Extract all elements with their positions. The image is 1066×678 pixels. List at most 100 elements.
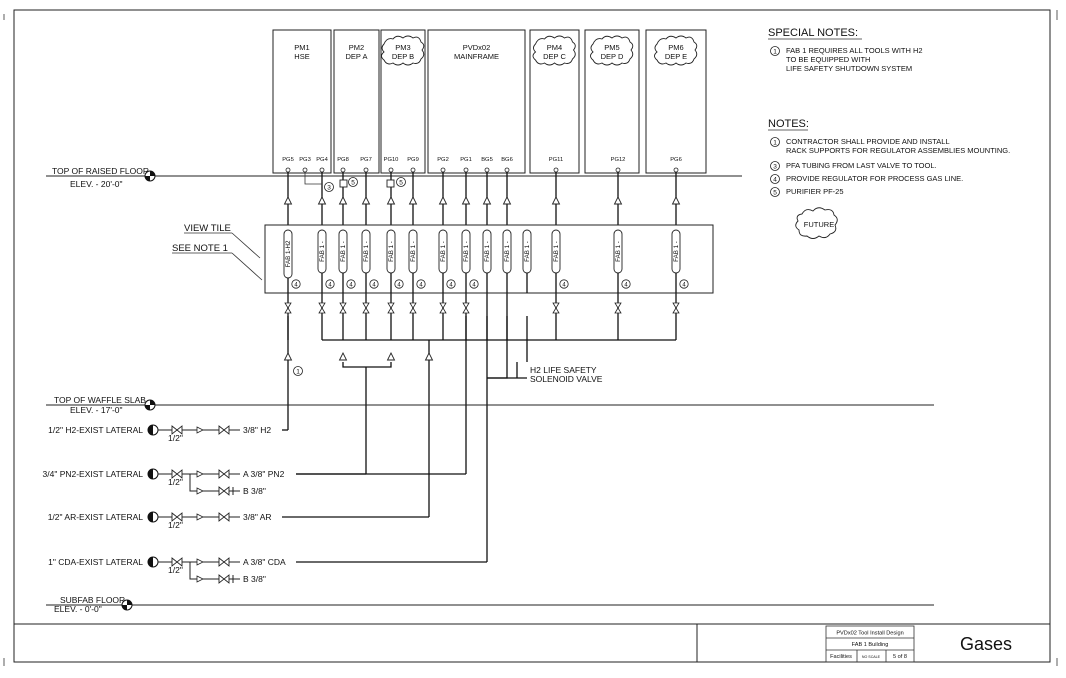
port-pg12: PG12 (611, 157, 626, 340)
regulator: FAB 1 - (502, 229, 512, 293)
raised-floor-elev: ELEV. - 20'-0" (70, 179, 123, 189)
port-label: PG6 (670, 157, 682, 163)
line-a-label: A 3/8" PN2 (243, 469, 285, 479)
raised-floor-title: TOP OF RAISED FLOOR (52, 166, 149, 176)
subfab-floor-label: SUBFAB FLOOR ELEV. - 0'-0" (54, 595, 133, 614)
regulator-label: FAB 1 - (388, 241, 395, 262)
lateral-name: 1/2" AR-EXIST LATERAL (48, 512, 144, 522)
svg-text:5: 5 (773, 190, 777, 197)
port-label: PG3 (299, 157, 311, 163)
regulator: FAB 1 -4 (361, 229, 379, 293)
regulator-panel (264, 224, 714, 294)
note-tag: 4 (419, 283, 423, 289)
panel-callouts: VIEW TILE SEE NOTE 1 (172, 223, 263, 281)
regulator: FAB 1 -4 (386, 229, 404, 293)
svg-text:5: 5 (399, 180, 403, 187)
sheet-title: Gases (960, 634, 1012, 654)
port-pg4: PG4 (316, 157, 329, 340)
special-notes-title: SPECIAL NOTES: (768, 27, 858, 39)
lateral-name: 1/2" H2-EXIST LATERAL (48, 425, 143, 435)
regulator-label: FAB 1 - (504, 241, 511, 262)
note-tag: 4 (682, 283, 686, 289)
svg-text:LIFE SAFETY SHUTDOWN SYSTEM: LIFE SAFETY SHUTDOWN SYSTEM (786, 64, 912, 73)
svg-text:PROVIDE REGULATOR FOR PROCE: PROVIDE REGULATOR FOR PROCESS GAS LINE. (786, 174, 963, 183)
revision-cloud-icon (381, 35, 425, 66)
line-a-label: A 3/8" CDA (243, 557, 286, 567)
port-pg7: PG7 (360, 157, 372, 340)
port-pg2: PG2 (437, 157, 449, 340)
svg-text:4: 4 (773, 177, 777, 184)
notes: NOTES: 1 CONTRACTOR SHALL PROVIDE AND IN… (768, 118, 1010, 239)
port-label: PG4 (316, 157, 328, 163)
port-label: PG11 (549, 157, 563, 163)
svg-text:TO BE EQUIPPED WITH: TO BE EQUIPPED WITH (786, 55, 870, 64)
waffle-slab-title: TOP OF WAFFLE SLAB (54, 395, 146, 405)
department: Facilities (830, 654, 852, 660)
port-pg6: PG6 (670, 157, 682, 340)
tool-name: PM6 (668, 43, 683, 52)
manifold-lines: 1 H2 LIFE SAFETY SOLENOID VALVE (284, 316, 676, 562)
tool-desc: HSE (294, 52, 309, 61)
note-tag: 4 (294, 283, 298, 289)
regulator-label: FAB 1 - (463, 241, 470, 262)
purifier-box (386, 179, 395, 188)
svg-text:PURIFIER PF-25: PURIFIER PF-25 (786, 187, 844, 196)
view-tile-label: VIEW TILE (184, 223, 231, 234)
waffle-slab-elev: ELEV. - 17'-0" (70, 405, 123, 415)
waffle-slab-label: TOP OF WAFFLE SLAB ELEV. - 17'-0" (54, 395, 156, 415)
subfab-title: SUBFAB FLOOR (60, 595, 125, 605)
port-label: PG1 (460, 157, 472, 163)
note-tag: 4 (328, 283, 332, 289)
svg-text:5: 5 (351, 180, 355, 187)
note-tag: 4 (472, 283, 476, 289)
valve-size: 1/2" (168, 565, 183, 575)
regulator-label: FAB 1 - (440, 241, 447, 262)
h2-safety-label: H2 LIFE SAFETY (530, 365, 597, 375)
regulator: FAB 1 - (522, 229, 532, 293)
tool-name: PM4 (547, 43, 562, 52)
note-tag: 4 (624, 283, 628, 289)
tool-desc: DEP E (665, 52, 687, 61)
port-pg11: PG11 (549, 157, 563, 340)
revision-cloud-icon (532, 35, 576, 66)
revision-cloud-icon (654, 35, 698, 66)
svg-text:RACK SUPPORTS FOR REGULATOR: RACK SUPPORTS FOR REGULATOR ASSEMBLIES M… (786, 146, 1010, 155)
notes-title: NOTES: (768, 118, 809, 130)
tool-name: PM3 (395, 43, 410, 52)
svg-text:3: 3 (773, 164, 777, 171)
regulator-label: FAB 1 - (340, 241, 347, 262)
regulator-label: FAB 1 - (410, 241, 417, 262)
purifier-detail: 3 5 5 (304, 172, 406, 192)
regulator: FAB 1 - 4 (613, 229, 631, 293)
port-pg3: PG3 (299, 157, 311, 173)
port-label: PG9 (407, 157, 419, 163)
valve-size: 1/2" (168, 520, 183, 530)
port-pg9: PG9 (407, 157, 419, 340)
svg-text:1: 1 (773, 140, 777, 147)
note-tag: 4 (562, 283, 566, 289)
note-tag: 4 (449, 283, 453, 289)
regulator: FAB 1 - 4 (551, 229, 569, 293)
regulator: FAB 1 - (482, 229, 492, 293)
regulator-label: FAB 1 - (553, 241, 560, 262)
tool-desc: MAINFRAME (454, 52, 499, 61)
port-label: PG12 (611, 157, 626, 163)
regulator-label: FAB 1 - (319, 241, 326, 262)
future-label: FUTURE (804, 220, 834, 229)
svg-text:FAB 1 REQUIRES ALL TOOLS: FAB 1 REQUIRES ALL TOOLS WITH H2 (786, 46, 923, 55)
regulator-label: FAB 1 - (615, 241, 622, 262)
revision-cloud-icon (590, 35, 634, 66)
